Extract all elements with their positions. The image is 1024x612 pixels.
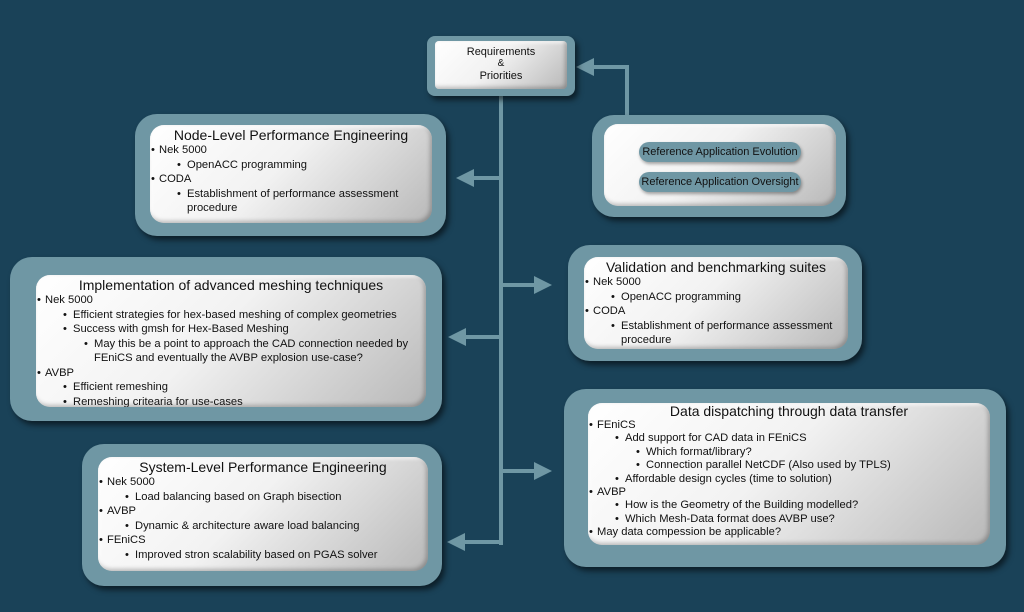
node-level-box: Node-Level Performance Engineering Nek 5… (150, 125, 432, 223)
node-level-item: CODA (150, 172, 432, 187)
system-level-item: AVBP (98, 504, 428, 519)
arrow-dispatching (534, 462, 552, 480)
dispatching-box: Data dispatching through data transfer F… (588, 403, 990, 545)
validation-item: CODA (584, 304, 848, 319)
node-level-item: OpenACC programming (150, 158, 432, 173)
dispatching-item: Affordable design cycles (time to soluti… (588, 473, 990, 487)
dispatching-item: AVBP (588, 486, 990, 500)
meshing-item: Efficient strategies for hex-based meshi… (36, 308, 426, 323)
node-level-item: Nek 5000 (150, 143, 432, 158)
dispatching-item: How is the Geometry of the Building mode… (588, 499, 990, 513)
meshing-item: Success with gmsh for Hex-Based Meshing (36, 322, 426, 337)
dispatching-item: FEniCS (588, 419, 990, 433)
system-level-item: Load balancing based on Graph bisection (98, 490, 428, 505)
requirements-line: Priorities (479, 70, 523, 82)
validation-item: Nek 5000 (584, 275, 848, 290)
validation-item: OpenACC programming (584, 290, 848, 305)
dispatching-item: Add support for CAD data in FEniCS (588, 432, 990, 446)
node-level-title: Node-Level Performance Engineering (173, 127, 409, 143)
meshing-title: Implementation of advanced meshing techn… (78, 277, 384, 293)
arrow-meshing (448, 328, 466, 346)
dispatching-item: Which Mesh-Data format does AVBP use? (588, 513, 990, 527)
validation-title: Validation and benchmarking suites (606, 259, 826, 275)
validation-item: Establishment of performance assessment … (584, 319, 841, 348)
dispatching-item: Which format/library? (588, 446, 990, 460)
reference-oversight-pill: Reference Application Oversight (639, 172, 801, 192)
meshing-box: Implementation of advanced meshing techn… (36, 275, 426, 407)
validation-box: Validation and benchmarking suites Nek 5… (584, 257, 848, 349)
system-level-item: Improved stron scalability based on PGAS… (98, 548, 428, 563)
dispatching-item: Connection parallel NetCDF (Also used by… (588, 459, 990, 473)
system-level-title: System-Level Performance Engineering (139, 459, 387, 475)
arrow-node-level (456, 169, 474, 187)
arrow-validation (534, 276, 552, 294)
arrow-system-level (447, 533, 465, 551)
system-level-item: FEniCS (98, 533, 428, 548)
reference-evolution-pill: Reference Application Evolution (639, 142, 801, 162)
meshing-item: Remeshing critearia for use-cases (36, 395, 426, 408)
requirements-box: Requirements & Priorities (435, 41, 567, 89)
meshing-item: May this be a point to approach the CAD … (36, 337, 414, 366)
system-level-item: Dynamic & architecture aware load balanc… (98, 519, 428, 534)
arrow-requirements (576, 58, 594, 76)
requirements-line: & (497, 58, 505, 69)
meshing-item: Nek 5000 (36, 293, 426, 308)
meshing-item: AVBP (36, 366, 426, 381)
meshing-item: Efficient remeshing (36, 380, 426, 395)
system-level-box: System-Level Performance Engineering Nek… (98, 457, 428, 571)
dispatching-title: Data dispatching through data transfer (669, 403, 909, 419)
node-level-item: Establishment of performance assessment … (150, 187, 417, 216)
dispatching-item: May data compession be applicable? (588, 526, 990, 540)
system-level-item: Nek 5000 (98, 475, 428, 490)
reference-box (604, 124, 836, 206)
requirements-line: Requirements (466, 46, 536, 58)
